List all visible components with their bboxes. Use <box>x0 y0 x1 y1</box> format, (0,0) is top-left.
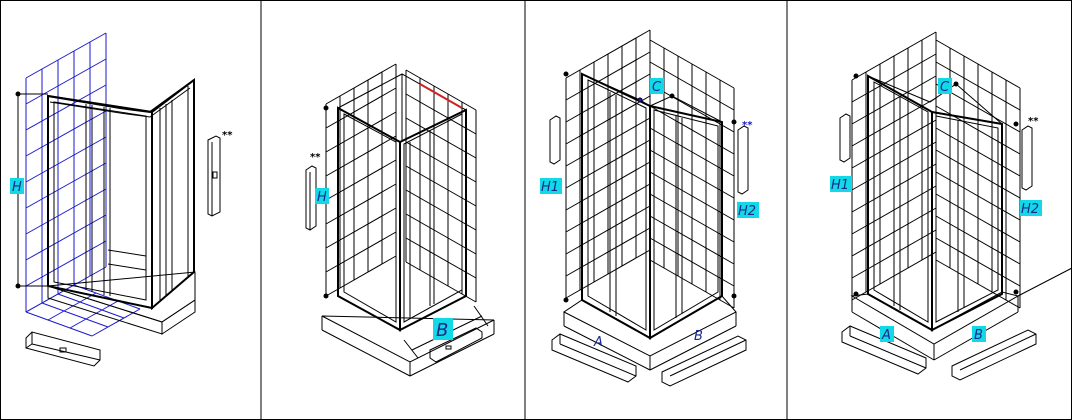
marker-label: ** <box>742 120 753 131</box>
tile-line <box>649 171 735 221</box>
tile-line <box>57 293 125 319</box>
tile-line <box>405 117 477 159</box>
tile-line <box>25 84 107 131</box>
panel-4-labels: H1 H2 C A B ** <box>830 78 1042 343</box>
panel-1-drawing <box>15 32 221 367</box>
tile-line <box>325 135 397 177</box>
tile-wall-grid <box>25 32 141 337</box>
height-1-label: H1 <box>541 180 559 195</box>
height-label: H <box>317 190 327 205</box>
corner-label: C <box>652 80 662 95</box>
tile-line <box>649 149 735 199</box>
tile-line <box>565 183 651 233</box>
tile-line <box>851 53 937 103</box>
tile-line <box>649 193 735 243</box>
tile-line <box>325 183 397 225</box>
tile-line <box>405 213 477 255</box>
tile-line <box>851 31 937 81</box>
tile-line <box>47 292 97 321</box>
tile-line <box>325 231 397 273</box>
tile-line <box>405 165 477 207</box>
tile-line <box>565 205 651 255</box>
tile-line <box>25 162 107 209</box>
tile-line <box>935 237 1021 287</box>
corner-label: C <box>940 80 950 95</box>
tile-line <box>41 302 109 328</box>
tile-line <box>935 39 1021 89</box>
side-a-label: A <box>593 335 603 350</box>
tile-line <box>649 259 735 309</box>
side-a-label: A <box>881 328 891 343</box>
tile-line <box>325 159 397 201</box>
tile-line <box>91 308 141 337</box>
tile-line <box>405 261 477 303</box>
marker-label: ** <box>222 130 233 141</box>
tile-line <box>25 58 107 105</box>
tile-line <box>25 110 107 157</box>
tile-line <box>565 95 651 145</box>
tile-line <box>405 141 477 183</box>
tile-line <box>565 73 651 123</box>
tile-line <box>25 32 107 79</box>
tile-line <box>25 214 107 261</box>
tile-line <box>73 284 141 310</box>
side-b-label: B <box>694 329 703 344</box>
tile-line <box>69 300 119 329</box>
marker-label: ** <box>310 152 321 163</box>
tile-line <box>565 249 651 299</box>
tile-line <box>649 39 735 89</box>
tile-line <box>935 105 1021 155</box>
panel-3-drawing <box>549 29 749 387</box>
height-2-label: H2 <box>1021 202 1039 217</box>
tile-line <box>935 149 1021 199</box>
panel-2-drawing <box>305 63 495 377</box>
tile-line <box>565 29 651 79</box>
tile-line <box>935 61 1021 111</box>
tile-line <box>649 105 735 155</box>
tile-line <box>935 193 1021 243</box>
tile-line <box>325 63 397 105</box>
tile-line <box>935 171 1021 221</box>
tile-line <box>649 237 735 287</box>
tile-line <box>325 255 397 297</box>
marker-label: ** <box>1028 116 1039 127</box>
tile-line <box>405 69 477 111</box>
tile-line <box>25 188 107 235</box>
tile-line <box>565 227 651 277</box>
tile-line <box>649 215 735 265</box>
tile-line <box>405 237 477 279</box>
tile-line <box>935 127 1021 177</box>
tile-line <box>565 117 651 167</box>
tile-line <box>25 311 93 337</box>
tile-line <box>25 136 107 183</box>
tile-line <box>649 61 735 111</box>
height-2-label: H2 <box>738 204 756 219</box>
side-b-label: B <box>974 328 983 343</box>
tile-line <box>325 87 397 129</box>
tile-line <box>325 207 397 249</box>
tile-line <box>649 127 735 177</box>
panel-2-labels: H B ** <box>310 152 453 341</box>
tile-line <box>935 259 1021 309</box>
tile-line <box>325 111 397 153</box>
panel-1-labels: H ** <box>10 130 233 195</box>
tile-line <box>405 189 477 231</box>
tile-line <box>565 161 651 211</box>
tile-line <box>565 51 651 101</box>
tile-line <box>935 215 1021 265</box>
panel-3-labels: H1 H2 C A B ** <box>540 78 759 350</box>
height-label: H <box>12 180 22 195</box>
tile-line <box>405 93 477 135</box>
tile-line <box>565 139 651 189</box>
width-label: B <box>436 320 448 341</box>
tile-line <box>25 240 107 287</box>
height-1-label: H1 <box>831 178 849 193</box>
